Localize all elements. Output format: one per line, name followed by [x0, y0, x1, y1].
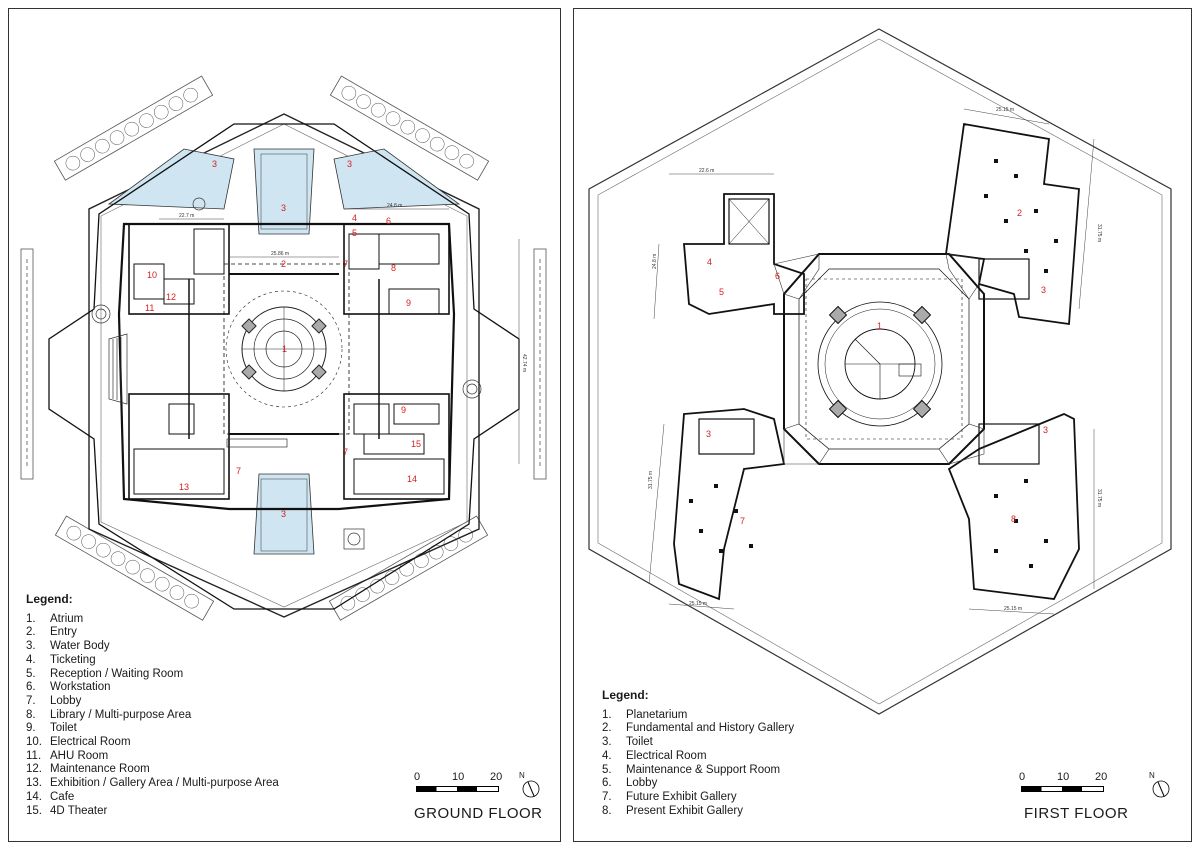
dimension-lines	[648, 108, 1095, 615]
room-number: 1	[877, 321, 882, 331]
legend-list: 1.Atrium 2.Entry 3.Water Body 4.Ticketin…	[26, 613, 279, 819]
room-number: 6	[775, 271, 780, 281]
legend-item: 4.Electrical Room	[602, 749, 707, 762]
compass-icon	[1152, 780, 1170, 798]
room-number: 5	[719, 287, 724, 297]
dim-label: 22.7 m	[179, 213, 194, 219]
floor-title: GROUND FLOOR	[414, 805, 543, 822]
room-number: 11	[145, 303, 154, 313]
atrium	[225, 290, 343, 408]
ground-legend: Legend: 1.Atrium 2.Entry 3.Water Body 4.…	[26, 592, 279, 819]
room-number: 14	[407, 474, 417, 484]
room-number: 1	[282, 344, 287, 354]
legend-item: 5.Reception / Waiting Room	[26, 667, 184, 680]
legend-item: 1.Planetarium	[602, 708, 688, 721]
site-outline	[588, 28, 1172, 715]
scale-bar: 0 10 20	[414, 771, 524, 801]
legend-item: 1.Atrium	[26, 612, 84, 625]
legend-item: 5.Maintenance & Support Room	[602, 763, 781, 776]
dim-label: 25.15 m	[996, 107, 1014, 113]
legend-item: 7.Future Exhibit Gallery	[602, 790, 737, 803]
legend-item: 6.Workstation	[26, 681, 111, 694]
dimension-lines	[159, 208, 520, 464]
scale-bar: 0 10 20	[1019, 771, 1129, 801]
room-number: 5	[352, 228, 357, 238]
room-number: 7	[236, 466, 241, 476]
room-number: 3	[281, 509, 286, 519]
side-features	[91, 197, 482, 550]
room-number: 7	[740, 516, 745, 526]
legend-item: 2.Fundamental and History Gallery	[602, 722, 795, 735]
room-number: 3	[212, 159, 217, 169]
legend-item: 4.Ticketing	[26, 653, 96, 666]
room-number: 4	[352, 213, 357, 223]
central-core	[783, 253, 985, 465]
room-number: 3	[706, 429, 711, 439]
legend-item: 10.Electrical Room	[26, 736, 131, 749]
room-number: 9	[401, 405, 406, 415]
dim-label: 31.75 m	[1096, 489, 1102, 507]
legend-item: 9.Toilet	[26, 722, 77, 735]
room-number: 6	[386, 216, 391, 226]
legend-item: 8.Library / Multi-purpose Area	[26, 708, 192, 721]
room-number: 4	[707, 257, 712, 267]
room-number: 2	[1017, 208, 1022, 218]
legend-item: 6.Lobby	[602, 777, 658, 790]
room-number: 15	[411, 439, 421, 449]
floor-title: FIRST FLOOR	[1024, 805, 1129, 822]
room-number: 7	[343, 259, 348, 269]
dim-label: 31.75 m	[648, 471, 654, 489]
dim-label: 22.6 m	[699, 168, 714, 174]
legend-item: 12.Maintenance Room	[26, 763, 150, 776]
first-floor-plan: 22.6 m 25.15 m 31.75 m 31.75 m 25.15 m 2…	[588, 28, 1172, 715]
dim-label: 24.8 m	[387, 203, 402, 209]
first-floor-panel: 22.6 m 25.15 m 31.75 m 31.75 m 25.15 m 2…	[573, 8, 1192, 842]
legend-title: Legend:	[26, 592, 73, 606]
ground-floor-plan: 25.86 m 24.8 m 22.7 m 42.74 m 1 2 3 3 3 …	[20, 75, 547, 621]
legend-item: 2.Entry	[26, 626, 77, 639]
dim-label: 24.8 m	[652, 254, 658, 269]
room-number: 12	[166, 292, 176, 302]
legend-item: 11.AHU Room	[26, 749, 109, 762]
legend-item: 3.Toilet	[602, 736, 653, 749]
north-arrow: N	[519, 771, 543, 801]
room-number: 7	[343, 447, 348, 457]
room-number: 13	[179, 482, 189, 492]
room-number: 3	[281, 203, 286, 213]
legend-item: 7.Lobby	[26, 694, 82, 707]
dim-label: 31.75 m	[1096, 224, 1102, 242]
legend-title: Legend:	[602, 688, 649, 702]
room-number: 3	[1041, 285, 1046, 295]
legend-item: 3.Water Body	[26, 640, 110, 653]
first-legend: Legend: 1.Planetarium 2.Fundamental and …	[602, 688, 794, 819]
legend-item: 14.Cafe	[26, 790, 75, 803]
legend-item: 8.Present Exhibit Gallery	[602, 804, 743, 817]
room-number: 3	[347, 159, 352, 169]
room-number: 9	[406, 298, 411, 308]
room-number: 2	[281, 259, 286, 269]
compass-icon	[522, 780, 540, 798]
room-number: 10	[147, 270, 157, 280]
legend-list: 1.Planetarium 2.Fundamental and History …	[602, 709, 794, 819]
legend-item: 15.4D Theater	[26, 804, 108, 817]
connectors	[773, 253, 985, 465]
dim-label: 25.86 m	[271, 251, 289, 257]
dim-label: 25.15 m	[689, 601, 707, 607]
room-number: 3	[1043, 425, 1048, 435]
columns	[689, 159, 1058, 568]
room-number: 8	[1011, 514, 1016, 524]
landscape-rows	[20, 75, 547, 621]
north-arrow: N	[1149, 771, 1173, 801]
site-outline	[88, 113, 480, 618]
dim-label: 42.74 m	[521, 354, 527, 372]
legend-item: 13.Exhibition / Gallery Area / Multi-pur…	[26, 777, 279, 790]
room-number: 8	[391, 263, 396, 273]
dim-label: 25.15 m	[1004, 606, 1022, 612]
ground-floor-panel: 25.86 m 24.8 m 22.7 m 42.74 m 1 2 3 3 3 …	[8, 8, 561, 842]
water-bodies	[107, 148, 461, 555]
building-wings	[673, 122, 1080, 601]
